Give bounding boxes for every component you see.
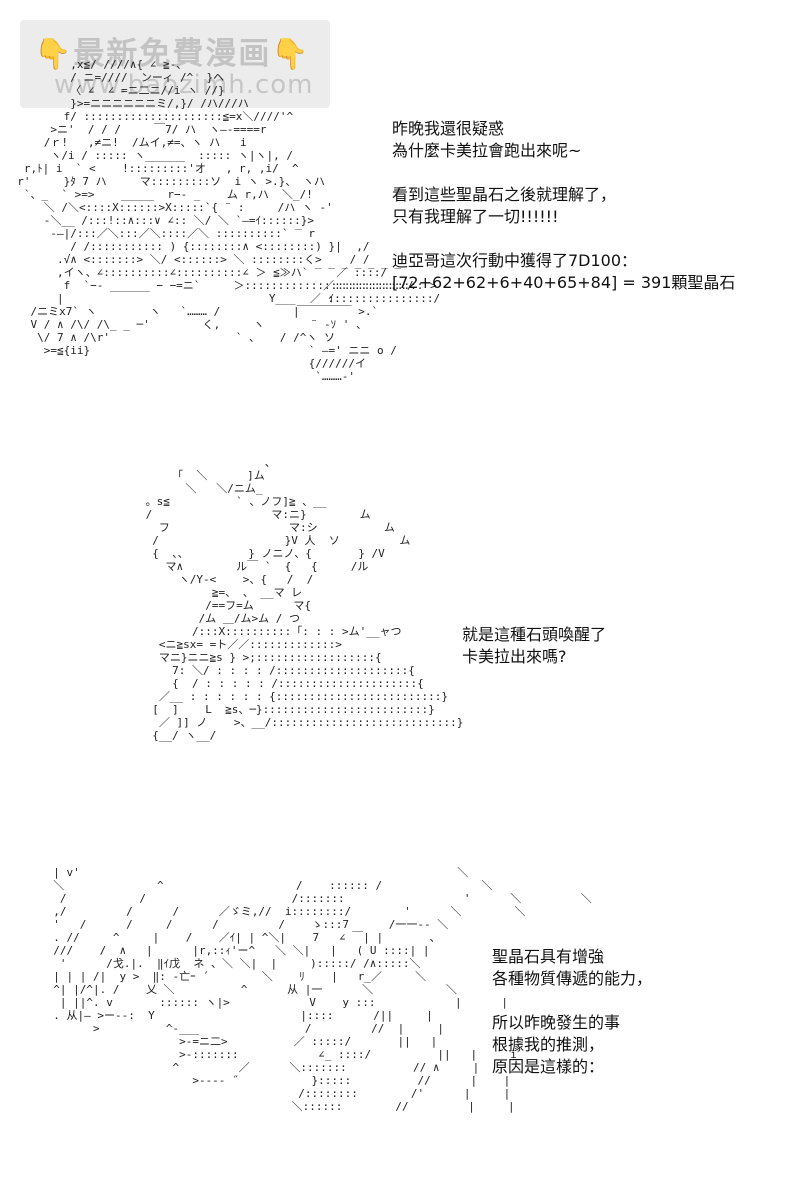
dialogue-line: 昨晚我還很疑惑 — [392, 119, 505, 138]
ascii-art-stone-figure: 、 「 ＼ ]ム ＼ ＼/ニム_ 。s≦ ` 、ノフ]≧ 、__ / マ:ニ} … — [145, 456, 464, 742]
dialogue-block-2: 就是這種石頭喚醒了 卡美拉出來嗎? — [462, 624, 606, 668]
watermark-url: www.baozimh.com — [54, 70, 314, 100]
dialogue-block-1: 昨晚我還很疑惑 為什麼卡美拉會跑出來呢~ 看到這些聖晶石之後就理解了， 只有我理… — [392, 118, 735, 294]
dialogue-line: 聖晶石具有增強 — [492, 947, 605, 966]
dialogue-line — [492, 990, 652, 1012]
hand-pointing-down-icon: 👇 — [271, 37, 311, 72]
dialogue-line: 為什麼卡美拉會跑出來呢~ — [392, 141, 582, 160]
dialogue-line: 原因是這樣的： — [492, 1057, 605, 1076]
ascii-art-character-with-creature: ,x≦/ ////∧{ ∠ ≧-、 / ニ=//// ンーィ /^ }ヘ 〈 ∠… — [17, 58, 437, 383]
dialogue-line: 迪亞哥這次行動中獲得了7D100： — [392, 251, 638, 270]
dialogue-line: 卡美拉出來嗎? — [462, 647, 567, 666]
dialogue-line: 就是這種石頭喚醒了 — [462, 625, 607, 644]
dialogue-line: 看到這些聖晶石之後就理解了， — [392, 185, 617, 204]
hand-pointing-down-icon: 👇 — [34, 37, 74, 72]
dialogue-line: 各種物質傳遞的能力， — [492, 969, 653, 988]
dialogue-line: [72+62+62+6+40+65+84] = 391顆聖晶石 — [392, 273, 736, 292]
dialogue-line: 只有我理解了一切!!!!!! — [392, 207, 559, 226]
ascii-art-dramatic-closeup: | v' ＼ ＼ ^ / :::::: / ＼ / / /::::::: ' — [53, 866, 592, 1113]
dialogue-line — [392, 228, 735, 250]
watermark-title-text: 最新免費漫画 — [73, 36, 272, 72]
ascii-art-creature-tail: ,/ / / ／ ::::/ ／:::::::::::/ ／ :::::::::… — [296, 240, 441, 318]
dialogue-line: 所以昨晚發生的事 — [492, 1013, 621, 1032]
watermark-banner: 👇最新免費漫画👇 www.baozimh.com — [20, 20, 330, 108]
dialogue-block-3: 聖晶石具有增強 各種物質傳遞的能力， 所以昨晚發生的事 根據我的推測， 原因是這… — [492, 946, 652, 1078]
watermark-title: 👇最新免費漫画👇 — [34, 28, 311, 73]
dialogue-line — [392, 162, 735, 184]
dialogue-line: 根據我的推測， — [492, 1035, 605, 1054]
